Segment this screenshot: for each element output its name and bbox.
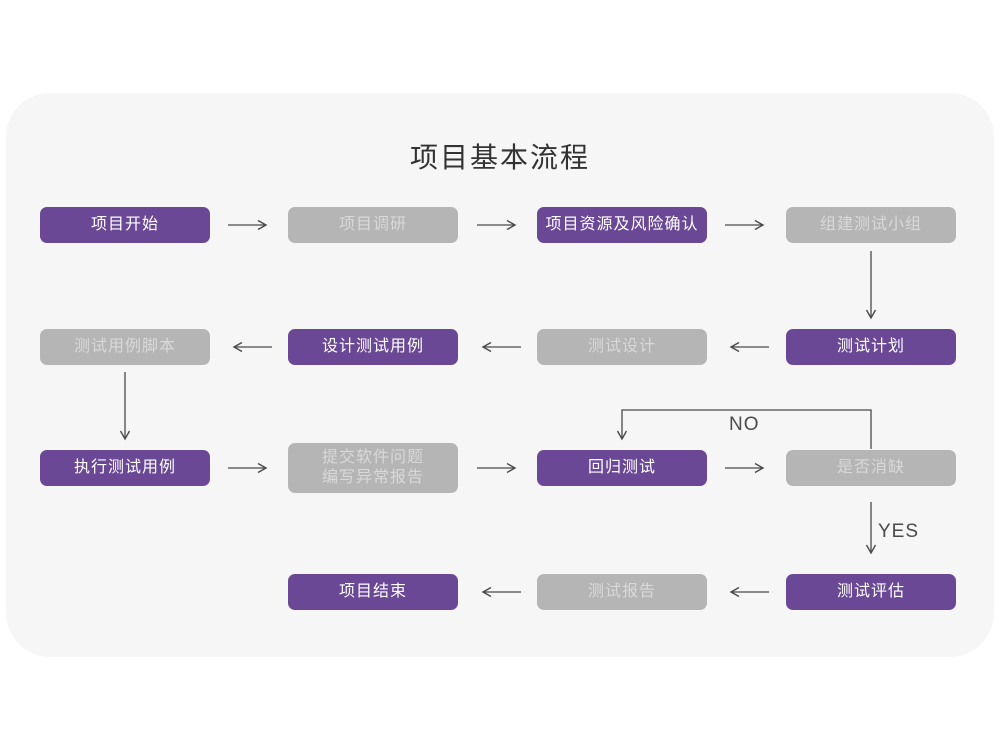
node-test-design-label: 测试设计 [587,338,656,355]
node-regression-test-label: 回归测试 [587,459,656,476]
node-design-test-case: 设计测试用例 [288,329,458,365]
node-test-evaluation: 测试评估 [786,574,956,610]
yes-branch-label: YES [878,521,920,542]
node-project-research-label: 项目调研 [338,216,407,233]
node-resource-risk-confirm-label: 项目资源及风险确认 [545,216,699,233]
node-defect-cleared-decision-label: 是否消缺 [836,459,905,476]
node-test-plan: 测试计划 [786,329,956,365]
node-regression-test: 回归测试 [537,450,707,486]
node-project-research: 项目调研 [288,207,458,243]
node-test-report-label: 测试报告 [587,583,656,600]
node-project-start: 项目开始 [40,207,210,243]
node-test-plan-label: 测试计划 [836,338,905,355]
no-branch-label: NO [729,414,760,435]
node-test-case-script-label: 测试用例脚本 [73,338,176,355]
flowchart-card-background [6,93,994,657]
node-test-evaluation-label: 测试评估 [836,583,905,600]
node-defect-cleared-decision: 是否消缺 [786,450,956,486]
node-project-end: 项目结束 [288,574,458,610]
node-build-test-team: 组建测试小组 [786,207,956,243]
node-build-test-team-label: 组建测试小组 [819,216,922,233]
node-project-start-label: 项目开始 [90,216,159,233]
node-submit-issue-report-line1: 提交软件问题 [321,449,424,466]
node-test-report: 测试报告 [537,574,707,610]
node-execute-test-case-label: 执行测试用例 [73,459,176,476]
node-test-case-script: 测试用例脚本 [40,329,210,365]
node-test-design: 测试设计 [537,329,707,365]
node-submit-issue-report-line2: 编写异常报告 [321,469,424,486]
node-execute-test-case: 执行测试用例 [40,450,210,486]
node-project-end-label: 项目结束 [338,583,407,600]
node-resource-risk-confirm: 项目资源及风险确认 [537,207,707,243]
node-design-test-case-label: 设计测试用例 [321,338,424,355]
diagram-title: 项目基本流程 [409,142,590,173]
node-submit-issue-report: 提交软件问题 编写异常报告 [288,443,458,493]
